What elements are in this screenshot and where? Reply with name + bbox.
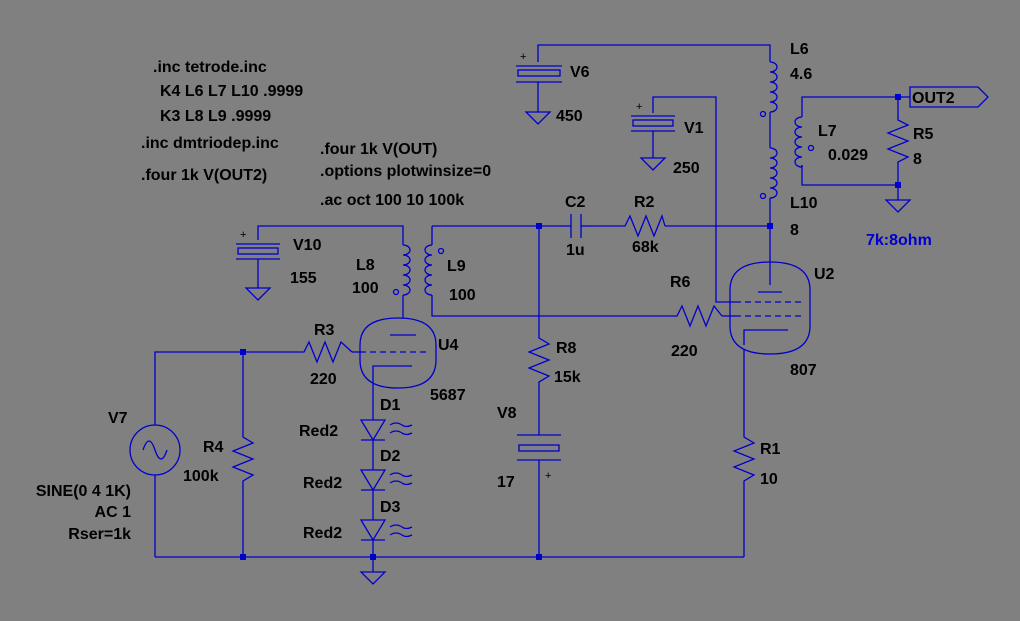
transformer-ratio-note: 7k:8ohm xyxy=(866,232,932,249)
r6-value: 220 xyxy=(671,343,698,360)
r8-name: R8 xyxy=(556,340,577,357)
c2-capacitor[interactable] xyxy=(566,214,586,238)
r3-resistor[interactable] xyxy=(298,340,353,364)
directive-options[interactable]: .options plotwinsize=0 xyxy=(320,163,491,180)
l7-name: L7 xyxy=(818,123,837,140)
r4-value: 100k xyxy=(183,468,219,485)
l8-name: L8 xyxy=(356,257,375,274)
v7-sine-source[interactable] xyxy=(129,424,181,476)
directive-inc-triode[interactable]: .inc dmtriodep.inc xyxy=(141,135,279,152)
l9-name: L9 xyxy=(447,258,466,275)
directive-ac[interactable]: .ac oct 100 10 100k xyxy=(320,192,464,209)
l10-name: L10 xyxy=(790,195,818,212)
r6-name: R6 xyxy=(670,274,691,291)
out2-label: OUT2 xyxy=(912,90,955,107)
u2-tetrode-tube[interactable] xyxy=(729,261,811,355)
l9-value: 100 xyxy=(449,287,476,304)
r6-resistor[interactable] xyxy=(672,304,723,328)
d1-name: D1 xyxy=(380,397,401,414)
v6-value: 450 xyxy=(556,108,583,125)
v1-battery[interactable]: + xyxy=(631,101,675,171)
l9-inductor[interactable] xyxy=(424,244,445,300)
wires xyxy=(154,44,910,572)
l8-inductor[interactable] xyxy=(392,244,411,300)
u4-name: U4 xyxy=(438,337,459,354)
out2-net-flag[interactable] xyxy=(909,86,989,108)
d3-led[interactable] xyxy=(359,519,413,542)
directive-four-out2[interactable]: .four 1k V(OUT2) xyxy=(141,167,267,184)
directive-k4[interactable]: K4 L6 L7 L10 .9999 xyxy=(160,83,303,100)
v7-name: V7 xyxy=(108,410,128,427)
v8-battery[interactable]: + xyxy=(517,434,561,482)
r8-resistor[interactable] xyxy=(527,333,551,388)
ground-icon-out xyxy=(884,199,912,213)
v1-name: V1 xyxy=(684,120,704,137)
r5-resistor[interactable] xyxy=(886,115,910,165)
d2-name: D2 xyxy=(380,448,401,465)
d3-name: D3 xyxy=(380,499,401,516)
directive-k3[interactable]: K3 L8 L9 .9999 xyxy=(160,108,271,125)
ground-icon xyxy=(359,571,387,585)
u2-name: U2 xyxy=(814,266,835,283)
v7-param-ac: AC 1 xyxy=(95,504,132,521)
d2-led[interactable] xyxy=(359,469,413,492)
l6-inductor[interactable] xyxy=(759,58,778,148)
junctions xyxy=(240,94,901,560)
r1-resistor[interactable] xyxy=(732,430,756,495)
v6-name: V6 xyxy=(570,64,590,81)
r4-name: R4 xyxy=(203,439,224,456)
u4-triode-tube[interactable] xyxy=(359,317,437,389)
directive-inc-tetrode[interactable]: .inc tetrode.inc xyxy=(153,59,267,76)
r3-name: R3 xyxy=(314,322,335,339)
v10-name: V10 xyxy=(293,237,322,254)
v8-name: V8 xyxy=(497,405,517,422)
c2-value: 1u xyxy=(566,242,585,259)
d1-value: Red2 xyxy=(299,423,338,440)
v6-battery[interactable]: + xyxy=(516,51,562,125)
v10-battery[interactable]: + xyxy=(236,229,280,301)
r2-name: R2 xyxy=(634,194,655,211)
r4-resistor[interactable] xyxy=(231,432,255,490)
svg-text:+: + xyxy=(520,51,526,63)
l7-inductor[interactable] xyxy=(794,116,815,168)
r2-value: 68k xyxy=(632,239,659,256)
r1-name: R1 xyxy=(760,441,781,458)
c2-name: C2 xyxy=(565,194,586,211)
l6-name: L6 xyxy=(790,41,809,58)
v1-value: 250 xyxy=(673,160,700,177)
directive-four-out[interactable]: .four 1k V(OUT) xyxy=(320,141,437,158)
l7-value: 0.029 xyxy=(828,147,868,164)
r2-resistor[interactable] xyxy=(620,214,666,238)
u4-value: 5687 xyxy=(430,387,466,404)
l6-value: 4.6 xyxy=(790,66,812,83)
d3-value: Red2 xyxy=(303,525,342,542)
r5-name: R5 xyxy=(913,126,934,143)
svg-text:+: + xyxy=(545,470,551,482)
r5-value: 8 xyxy=(913,151,922,168)
d2-value: Red2 xyxy=(303,475,342,492)
d1-led[interactable] xyxy=(359,419,413,442)
r1-value: 10 xyxy=(760,471,778,488)
l10-value: 8 xyxy=(790,222,799,239)
u2-value: 807 xyxy=(790,362,817,379)
svg-text:+: + xyxy=(636,101,642,113)
r3-value: 220 xyxy=(310,371,337,388)
r8-value: 15k xyxy=(554,369,581,386)
v8-value: 17 xyxy=(497,474,515,491)
l10-inductor[interactable] xyxy=(759,147,778,210)
svg-text:+: + xyxy=(240,229,246,241)
l8-value: 100 xyxy=(352,280,379,297)
v10-value: 155 xyxy=(290,270,317,287)
v7-param-rser: Rser=1k xyxy=(68,526,131,543)
v7-param-sine: SINE(0 4 1K) xyxy=(36,483,131,500)
